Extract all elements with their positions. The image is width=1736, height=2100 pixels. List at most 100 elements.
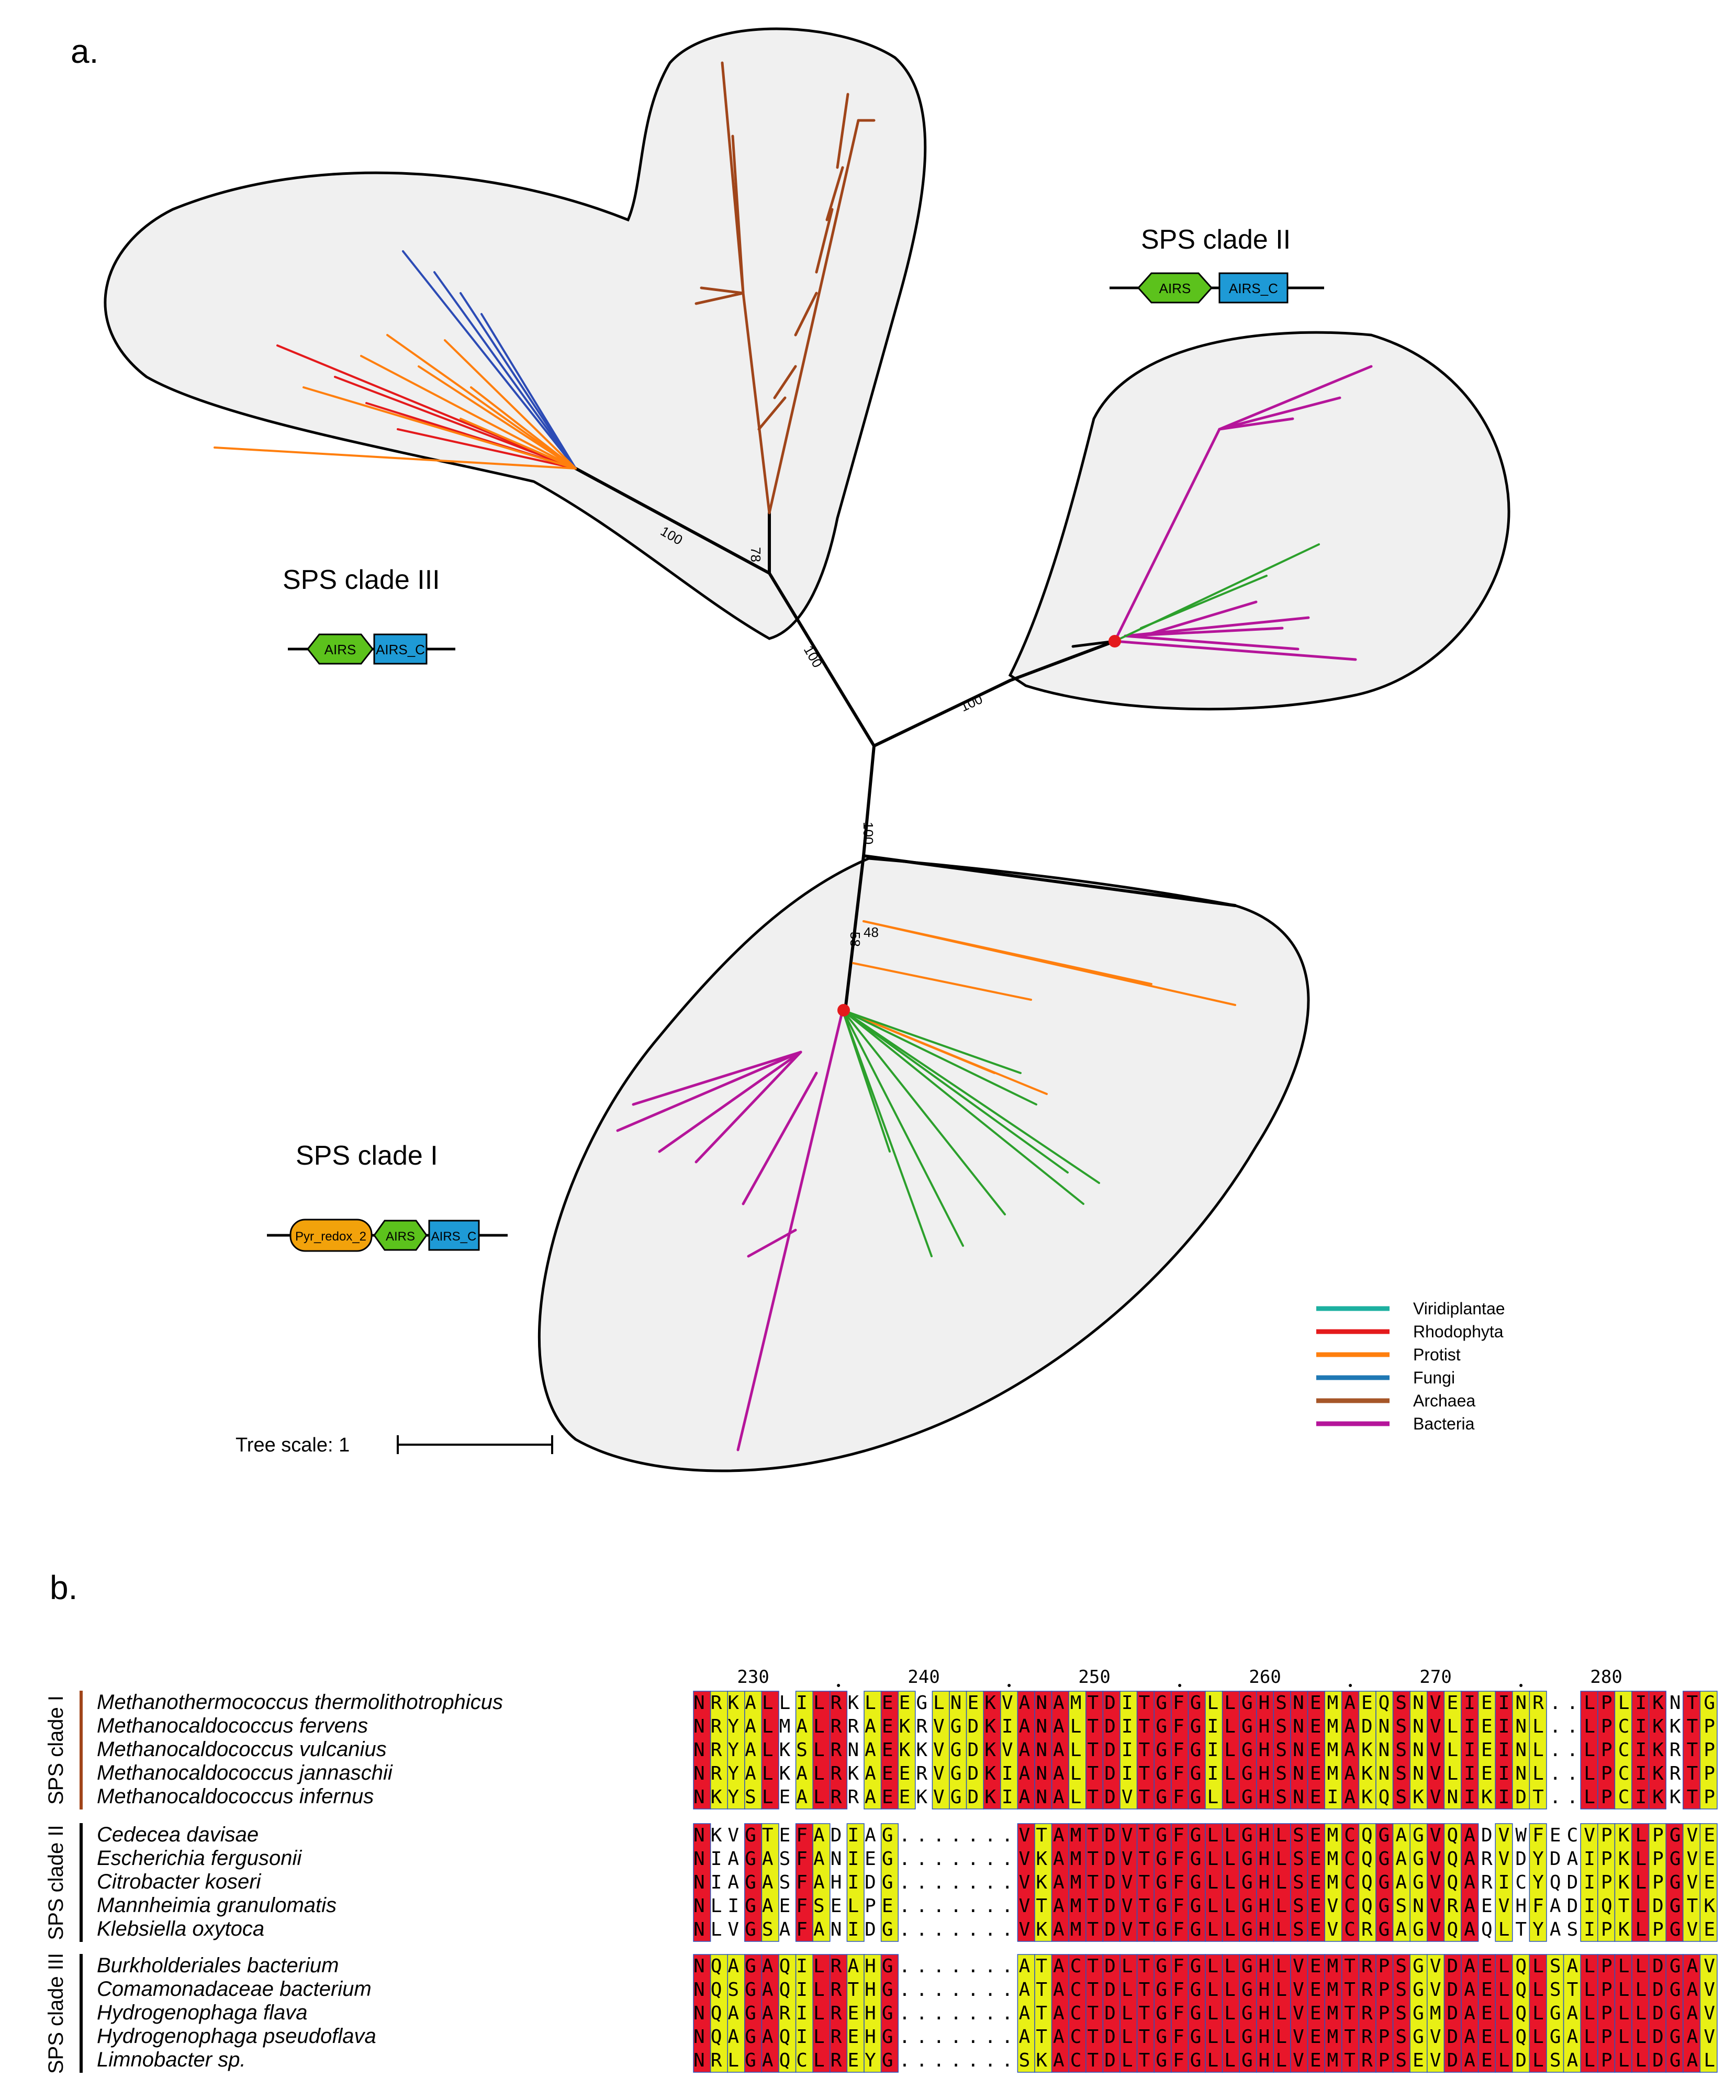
panel-b-label: b. xyxy=(50,1569,77,1606)
group-label: SPS clade I xyxy=(44,1695,68,1805)
clade-ii-title: SPS clade II xyxy=(1141,225,1291,255)
similar-column xyxy=(1699,1691,1718,1809)
species-name: Methanocaldococcus jannaschii xyxy=(97,1761,393,1784)
species-name: Methanocaldococcus infernus xyxy=(97,1785,374,1808)
similar-column xyxy=(778,1954,797,2073)
conserved-column xyxy=(1665,1823,1684,1942)
tree-scale-label: Tree scale: 1 xyxy=(236,1434,350,1456)
conserved-column xyxy=(1051,1954,1069,2073)
similar-column xyxy=(710,1954,728,2073)
conserved-column xyxy=(1392,1954,1410,2073)
similar-column xyxy=(1324,1691,1342,1809)
domain-airs-c-label: AIRS_C xyxy=(1229,281,1278,296)
conserved-column xyxy=(1153,1954,1172,2073)
species-name: Comamonadaceae bacterium xyxy=(97,1978,372,2001)
conserved-column xyxy=(1222,1691,1240,1809)
conserved-column xyxy=(1153,1823,1172,1942)
domain-airs-label: AIRS xyxy=(1159,281,1191,296)
legend-label: Bacteria xyxy=(1413,1414,1475,1433)
legend-label: Rhodophyta xyxy=(1413,1322,1504,1341)
conserved-column xyxy=(1461,1954,1479,2073)
conserved-column xyxy=(1205,1954,1223,2073)
conserved-column xyxy=(1239,1954,1257,2073)
similar-column xyxy=(1427,1954,1445,2073)
legend-label: Viridiplantae xyxy=(1413,1299,1505,1318)
species-name: Limnobacter sp. xyxy=(97,2048,246,2071)
conserved-column xyxy=(1136,1823,1155,1942)
similar-column xyxy=(744,1691,763,1809)
conserved-column xyxy=(1034,1691,1052,1809)
clade-i-node-marker xyxy=(837,1004,850,1017)
species-name: Cedecea davisae xyxy=(97,1823,259,1846)
ruler-dot xyxy=(837,1684,841,1687)
species-name: Mannheimia granulomatis xyxy=(97,1894,337,1917)
ruler-dot xyxy=(1178,1684,1182,1687)
similar-column xyxy=(864,1691,882,1809)
alignment-group: SPS clade I Methanothermococcus thermolit… xyxy=(44,1691,1718,1809)
clade-iii-domain-diagram: AIRS AIRS_C xyxy=(288,633,455,665)
similar-column xyxy=(1683,1823,1701,1942)
conserved-column xyxy=(1495,1691,1513,1809)
conserved-column xyxy=(1136,1691,1155,1809)
conserved-column xyxy=(1085,1691,1104,1809)
conserved-column xyxy=(1307,1954,1325,2073)
domain-pyr-redox-label: Pyr_redox_2 xyxy=(295,1230,366,1244)
similar-column xyxy=(1597,1823,1616,1942)
similar-column xyxy=(864,1954,882,2073)
conserved-column xyxy=(761,1691,779,1809)
species-name: Hydrogenophaga flava xyxy=(97,2001,308,2024)
similar-column xyxy=(1512,1954,1530,2073)
conserved-column xyxy=(1188,1691,1206,1809)
conserved-column xyxy=(1443,1954,1462,2073)
conserved-column xyxy=(1136,1954,1155,2073)
similar-column xyxy=(949,1691,967,1809)
bootstrap-label: 78 xyxy=(748,547,764,562)
conserved-column xyxy=(1239,1691,1257,1809)
clade-iii-title: SPS clade III xyxy=(283,565,440,595)
tree-backbone xyxy=(574,467,1237,1012)
similar-column xyxy=(1580,1823,1598,1942)
conserved-column xyxy=(1256,1823,1274,1942)
similar-column xyxy=(1409,1954,1428,2073)
similar-column xyxy=(1648,1823,1666,1942)
species-name: Methanothermococcus thermolithotrophicus xyxy=(97,1691,503,1714)
clade-iii-branches xyxy=(214,61,876,515)
conserved-column xyxy=(830,1954,848,2073)
similar-column xyxy=(1512,1691,1530,1809)
similar-column xyxy=(1699,1823,1718,1942)
conserved-column xyxy=(1683,1691,1701,1809)
legend-label: Archaea xyxy=(1413,1391,1475,1410)
similar-column xyxy=(1443,1691,1462,1809)
similar-column xyxy=(846,1823,865,1942)
similar-column xyxy=(846,1954,865,2073)
conserved-column xyxy=(1205,1823,1223,1942)
similar-column xyxy=(1409,1823,1428,1942)
ruler-dot xyxy=(1349,1684,1352,1687)
conserved-column xyxy=(1648,1691,1666,1809)
legend-label: Fungi xyxy=(1413,1368,1455,1387)
group-label: SPS clade III xyxy=(44,1953,68,2074)
conserved-column xyxy=(1597,1691,1616,1809)
conserved-column xyxy=(744,1954,763,2073)
bootstrap-label: 48 xyxy=(864,924,879,940)
clade-i-enclosure xyxy=(537,857,1310,1472)
similar-column xyxy=(795,1954,813,2073)
conserved-column xyxy=(1665,1954,1684,2073)
clade-ii-node-marker xyxy=(1108,635,1121,647)
species-name: Escherichia fergusonii xyxy=(97,1847,302,1870)
species-name: Methanocaldococcus fervens xyxy=(97,1714,368,1737)
ruler-tick-label: 270 xyxy=(1419,1667,1451,1688)
conserved-column xyxy=(1171,1954,1189,2073)
clade-ii-enclosure xyxy=(1008,331,1510,711)
similar-column xyxy=(1563,1954,1581,2073)
similar-column xyxy=(1477,1691,1496,1809)
similar-column xyxy=(1119,1691,1138,1809)
conserved-column xyxy=(830,1691,848,1809)
conserved-column xyxy=(1273,1691,1291,1809)
ruler-tick-label: 250 xyxy=(1078,1667,1110,1688)
clade-ii-branches xyxy=(1071,365,1373,661)
species-name: Burkholderiales bacterium xyxy=(97,1954,339,1977)
